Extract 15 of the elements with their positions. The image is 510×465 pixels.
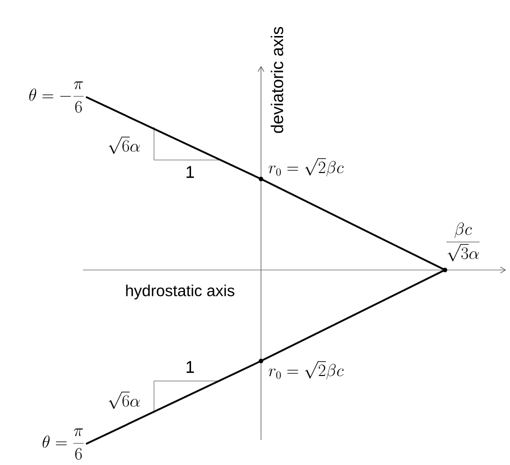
point-label: $\frac{\beta c}{\sqrt{3}\alpha}$ bbox=[446, 222, 480, 262]
point-label: $r_0 = \sqrt{2}\beta c$ bbox=[268, 158, 344, 176]
slope-label: 1 bbox=[186, 361, 194, 373]
slope-label: $\sqrt{6}\alpha$ bbox=[108, 136, 140, 154]
axis-label: hydrostatic axis bbox=[126, 284, 234, 300]
angle-label: $\theta = -\frac{\pi}{6}$ bbox=[29, 82, 84, 113]
meridian-line bbox=[260, 269, 446, 362]
axis-label: deviatoric axis bbox=[270, 26, 284, 133]
point-label: $r_0 = \sqrt{2}\beta c$ bbox=[268, 361, 344, 380]
angle-label: $\theta = \frac{\pi}{6}$ bbox=[42, 428, 84, 460]
slope-label: $\sqrt{6}\alpha$ bbox=[108, 392, 140, 409]
meridian-line bbox=[86, 96, 262, 180]
meridian-line bbox=[260, 178, 446, 271]
meridian-line bbox=[86, 360, 262, 445]
slope-label: 1 bbox=[186, 166, 194, 178]
